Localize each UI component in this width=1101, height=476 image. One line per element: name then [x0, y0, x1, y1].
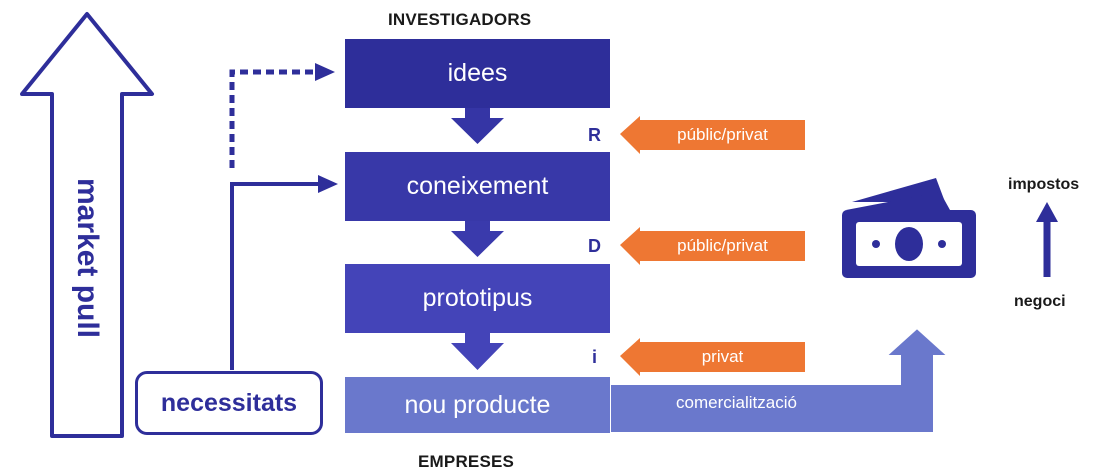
down-arrow-2	[451, 221, 504, 257]
header-empreses: EMPRESES	[418, 452, 515, 471]
stage-coneixement: coneixement	[345, 152, 610, 221]
market-pull-arrow	[20, 12, 154, 438]
needs-label: necessitats	[160, 388, 298, 417]
solid-arrowhead	[318, 175, 338, 193]
stage-label: prototipus	[422, 284, 533, 312]
header-investigadors: INVESTIGADORS	[388, 10, 532, 29]
dotted-connector	[229, 69, 315, 168]
funding-label: públic/privat	[677, 236, 768, 255]
stage-label: coneixement	[406, 172, 549, 200]
stage-label: nou producte	[404, 390, 551, 419]
letter-r: R	[588, 125, 601, 145]
letter-d: D	[588, 236, 601, 256]
dotted-arrowhead	[315, 63, 335, 81]
letter-i: i	[592, 347, 598, 367]
commercialization-label: comercialització	[676, 393, 797, 412]
orange-arrow-2	[620, 227, 805, 265]
business-to-taxes-arrowhead	[1036, 202, 1058, 222]
funding-label: públic/privat	[677, 125, 768, 144]
business-label: negoci	[1014, 293, 1066, 310]
stage-label: idees	[447, 59, 508, 87]
funding-label: privat	[701, 347, 744, 366]
down-arrow-3	[451, 333, 504, 370]
market-pull-label: market pull	[71, 177, 104, 339]
needs-box: necessitats	[135, 371, 323, 435]
stage-nou-producte: nou producte	[345, 377, 610, 433]
stage-prototipus: prototipus	[345, 264, 610, 333]
commercialization-arrow	[609, 326, 951, 434]
banknotes-icon	[842, 178, 976, 278]
taxes-label: impostos	[1008, 176, 1080, 193]
stage-idees: idees	[345, 39, 610, 108]
orange-arrow-3	[620, 338, 805, 376]
orange-arrow-1	[620, 116, 805, 154]
down-arrow-1	[451, 108, 504, 144]
solid-connector	[230, 182, 318, 370]
